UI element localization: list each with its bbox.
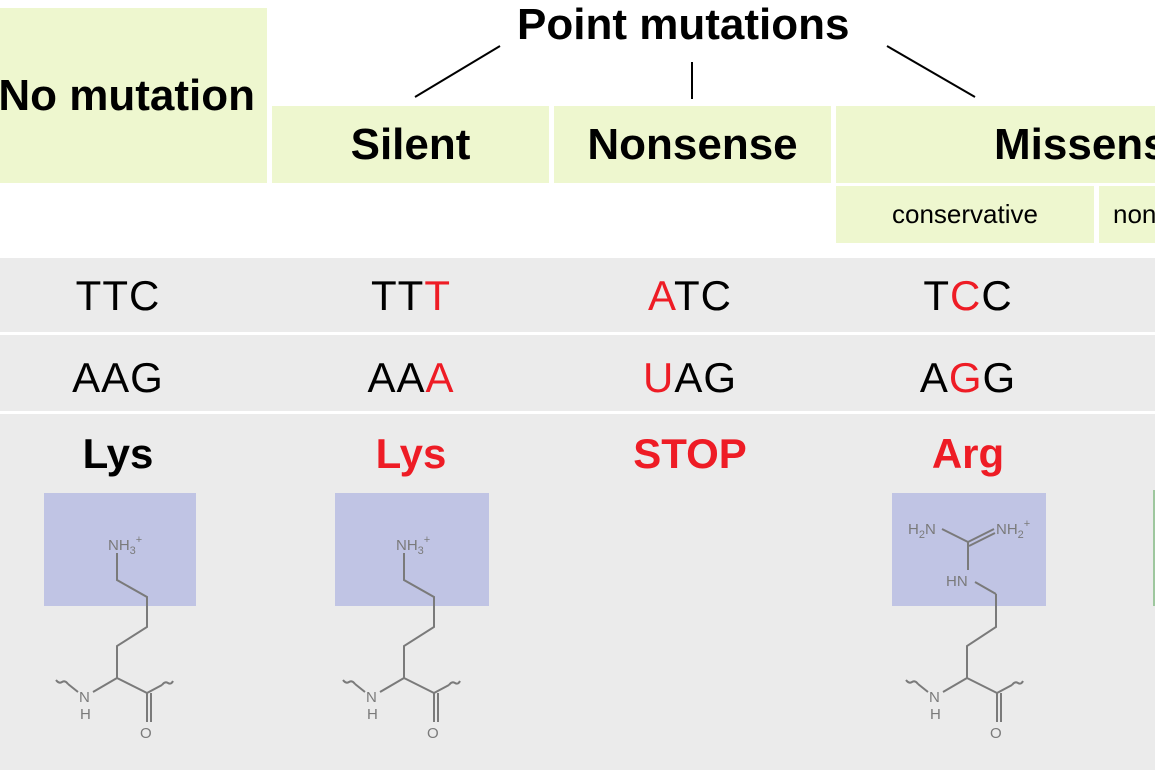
- mutated-base: G: [948, 354, 983, 401]
- codon-text: T: [923, 272, 950, 319]
- mutated-base: A: [425, 354, 455, 401]
- mutated-base: C: [949, 272, 982, 319]
- mutated-base: A: [648, 272, 674, 319]
- header-missense-label: Missense: [994, 119, 1155, 169]
- arg-h2n-label: H2N: [908, 521, 936, 541]
- amino-acid-silent: Lys: [375, 430, 447, 477]
- backbone-n-label: N: [366, 689, 377, 706]
- backbone-o-label: O: [140, 725, 152, 742]
- dna-codon-silent: TTT: [371, 272, 451, 320]
- header-no-mutation: No mutation: [0, 8, 267, 183]
- dna-codon-no-mutation: TTC: [76, 272, 161, 320]
- amino-acid-conservative: Arg: [931, 430, 1005, 477]
- row-divider: [0, 411, 1155, 414]
- codon-text: AG: [674, 354, 738, 401]
- backbone-h-label: H: [80, 706, 91, 723]
- backbone-n-label: N: [929, 689, 940, 706]
- mrna-codon-silent: AAA: [367, 354, 454, 402]
- header-nonsense: Nonsense: [554, 106, 831, 183]
- backbone-o-label: O: [427, 725, 439, 742]
- mutated-base: T: [424, 272, 451, 319]
- codon-text: A: [919, 354, 949, 401]
- sidechain-box-lys: [44, 493, 196, 606]
- tree-connector-lines: [414, 45, 976, 99]
- amine-label: NH3+: [396, 534, 430, 557]
- codon-text: C: [981, 272, 1013, 319]
- codon-text: TTC: [75, 272, 161, 319]
- subheader-non-conservative-label: non-conservative: [1113, 199, 1155, 229]
- backbone-h-label: H: [367, 706, 378, 723]
- subheader-non-conservative: non-conservative: [1099, 186, 1155, 243]
- row-divider: [0, 332, 1155, 335]
- amino-acid-nonsense: STOP: [633, 430, 747, 477]
- codon-text: AAG: [72, 354, 164, 401]
- backbone-h-label: H: [930, 706, 941, 723]
- codon-text: G: [982, 354, 1017, 401]
- dna-codon-conservative: TCC: [923, 272, 1012, 320]
- mrna-codon-nonsense: UAG: [643, 354, 737, 402]
- header-nonsense-label: Nonsense: [587, 119, 798, 169]
- sidechain-box-lys: [335, 493, 489, 606]
- mutated-base: U: [642, 354, 675, 401]
- amino-acid-no-mutation: Lys: [82, 430, 154, 477]
- codon-text: TC: [673, 272, 732, 319]
- header-missense: Missense: [836, 106, 1155, 183]
- dna-codon-nonsense: ATC: [648, 272, 732, 320]
- arg-hn-label: HN: [946, 573, 968, 590]
- backbone-n-label: N: [79, 689, 90, 706]
- backbone-o-label: O: [990, 725, 1002, 742]
- arg-nh2-label: NH2+: [996, 518, 1030, 541]
- partial-sidechain-box: [1153, 490, 1155, 606]
- header-no-mutation-label: No mutation: [0, 70, 255, 120]
- codon-text: AA: [367, 354, 426, 401]
- mrna-codon-no-mutation: AAG: [72, 354, 164, 402]
- codon-text: TT: [371, 272, 425, 319]
- subheader-conservative: conservative: [836, 186, 1094, 243]
- subheader-conservative-label: conservative: [892, 199, 1038, 229]
- diagram-title: Point mutations: [517, 0, 850, 49]
- mrna-codon-conservative: AGG: [920, 354, 1016, 402]
- header-silent: Silent: [272, 106, 549, 183]
- header-silent-label: Silent: [350, 119, 471, 169]
- amine-label: NH3+: [108, 534, 142, 557]
